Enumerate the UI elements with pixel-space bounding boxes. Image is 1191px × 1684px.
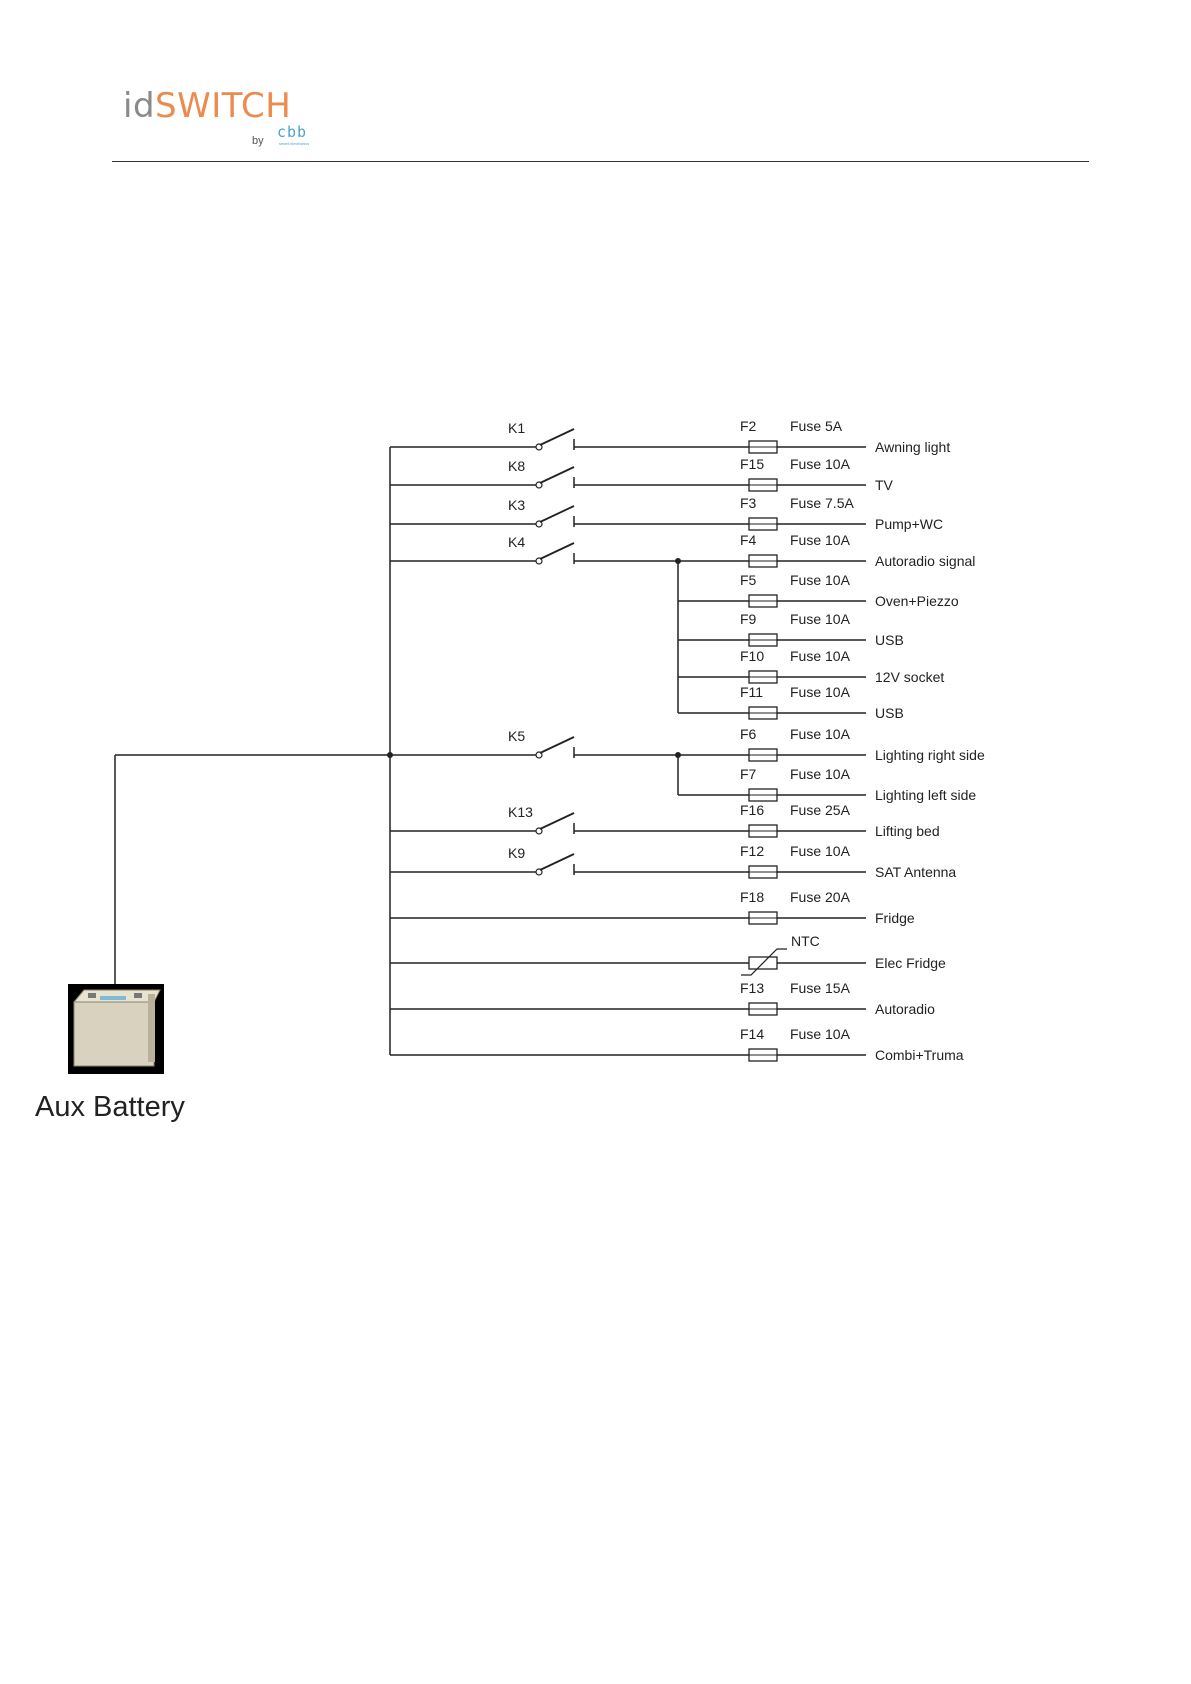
fuse-rating-label: Fuse 10A [790, 1026, 851, 1042]
load-label: Combi+Truma [875, 1047, 964, 1063]
fuse-rating-label: Fuse 10A [790, 726, 851, 742]
battery-label: Aux Battery [35, 1091, 185, 1123]
fuse-label: F6 [740, 726, 757, 742]
relay-switch-blade [539, 812, 575, 830]
fuse-label: F4 [740, 532, 757, 548]
load-label: Autoradio [875, 1001, 935, 1017]
header-divider [112, 161, 1089, 162]
logo-tagline: smart electronics [279, 141, 310, 146]
fuse-rating-label: Fuse 10A [790, 532, 851, 548]
relay-label: K1 [508, 420, 525, 436]
fuse-label: F10 [740, 648, 764, 664]
load-label: USB [875, 632, 904, 648]
fuse-rating-label: Fuse 7.5A [790, 495, 854, 511]
fuse-label: F14 [740, 1026, 764, 1042]
relay-switch-blade [539, 736, 575, 754]
load-label: Pump+WC [875, 516, 943, 532]
fuse-label: F3 [740, 495, 757, 511]
fuse-label: F5 [740, 572, 757, 588]
relay-switch-blade [539, 853, 575, 871]
logo-brand-text: cbb [277, 123, 308, 141]
logo-id-text: id [123, 86, 156, 126]
fuse-rating-label: Fuse 5A [790, 418, 843, 434]
fuse-rating-label: Fuse 25A [790, 802, 851, 818]
fuse-label: F11 [740, 684, 763, 700]
fuse-label: F18 [740, 889, 764, 905]
fuse-rating-label: Fuse 15A [790, 980, 851, 996]
idswitch-logo: idSWITCH by cbb smart electronics [123, 86, 333, 156]
logo-by-text: by [252, 135, 264, 147]
logo-switch-text: SWITCH [155, 86, 292, 126]
logo-wordmark: idSWITCH [123, 86, 291, 126]
load-label: Oven+Piezzo [875, 593, 959, 609]
load-label: TV [875, 477, 894, 493]
load-label: Autoradio signal [875, 553, 975, 569]
fuse-label: F9 [740, 611, 757, 627]
load-label: Awning light [875, 439, 950, 455]
ntc-label: NTC [791, 933, 820, 949]
fuse-label: F16 [740, 802, 764, 818]
fuse-rating-label: Fuse 10A [790, 611, 851, 627]
load-label: SAT Antenna [875, 864, 956, 880]
load-label: Elec Fridge [875, 955, 946, 971]
load-label: Fridge [875, 910, 915, 926]
relay-switch-blade [539, 466, 575, 484]
fuse-label: F7 [740, 766, 757, 782]
relay-label: K5 [508, 728, 525, 744]
fuse-label: F15 [740, 456, 764, 472]
fuse-rating-label: Fuse 10A [790, 684, 851, 700]
load-label: Lifting bed [875, 823, 940, 839]
relay-label: K9 [508, 845, 525, 861]
relay-switch-blade [539, 542, 575, 560]
fuse-rating-label: Fuse 10A [790, 843, 851, 859]
relay-label: K8 [508, 458, 525, 474]
ntc-diagonal-mark [741, 948, 787, 976]
fuse-rating-label: Fuse 10A [790, 648, 851, 664]
fuse-label: F12 [740, 843, 764, 859]
fuse-rating-label: Fuse 10A [790, 456, 851, 472]
relay-label: K4 [508, 534, 525, 550]
battery-icon [68, 984, 164, 1074]
relay-label: K13 [508, 804, 533, 820]
battery-feed-wire [114, 754, 390, 985]
fuse-label: F13 [740, 980, 764, 996]
load-label: Lighting right side [875, 747, 985, 763]
fuse-rating-label: Fuse 20A [790, 889, 851, 905]
load-label: USB [875, 705, 904, 721]
load-label: Lighting left side [875, 787, 976, 803]
relay-label: K3 [508, 497, 525, 513]
fuse-label: F2 [740, 418, 757, 434]
relay-switch-blade [539, 428, 575, 446]
fuse-rating-label: Fuse 10A [790, 572, 851, 588]
load-label: 12V socket [875, 669, 944, 685]
fuse-rating-label: Fuse 10A [790, 766, 851, 782]
relay-switch-blade [539, 505, 575, 523]
